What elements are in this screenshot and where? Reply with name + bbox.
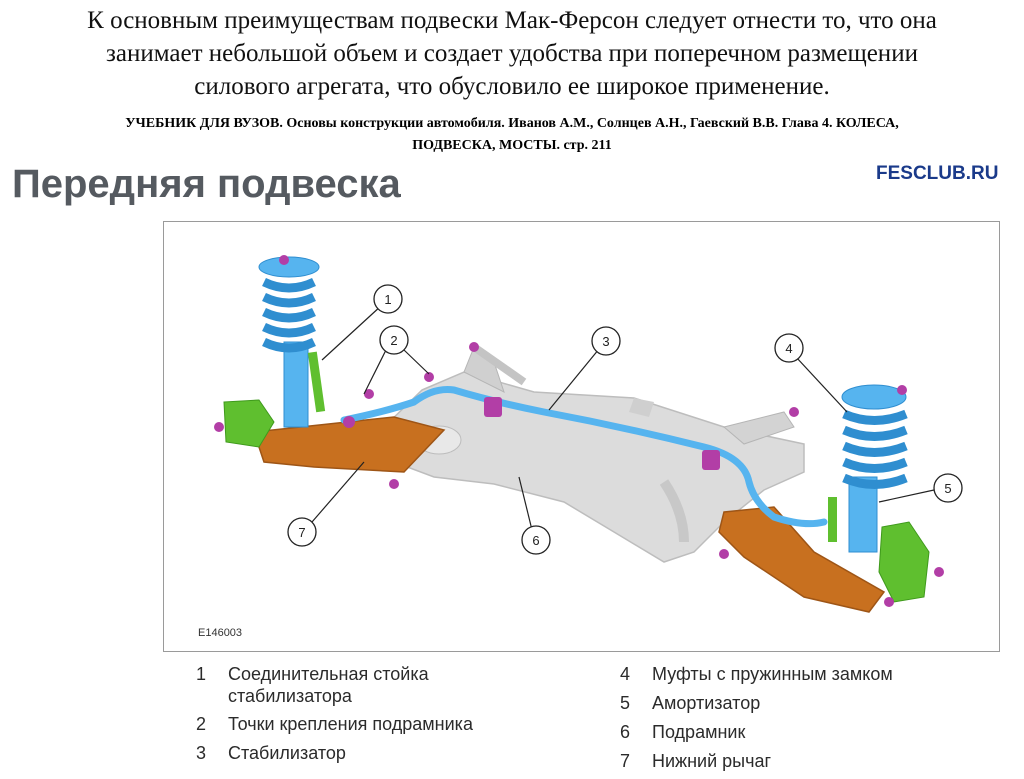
legend-right: 4 Муфты с пружинным замком 5 Амортизатор…	[620, 663, 893, 779]
callout-1: 1	[321, 284, 403, 361]
callout-4: 4	[774, 333, 848, 413]
callout-6: 6	[518, 476, 551, 555]
legend-text-line: Соединительная стойка	[228, 664, 429, 684]
callout-2: 2	[363, 325, 430, 395]
source-line: ПОДВЕСКА, МОСТЫ. стр. 211	[412, 138, 612, 153]
legend-item: 5 Амортизатор	[620, 692, 893, 714]
legend-number: 6	[620, 722, 631, 742]
callout-label: 6	[532, 533, 539, 548]
legend-text: Амортизатор	[652, 693, 761, 713]
legend-text: Подрамник	[652, 722, 746, 742]
legend-item: 6 Подрамник	[620, 721, 893, 743]
slide-title: Передняя подвеска	[12, 162, 401, 206]
source-line: УЧЕБНИК ДЛЯ ВУЗОВ. Основы конструкции ав…	[125, 116, 899, 131]
intro-line: занимает небольшой объем и создает удобс…	[106, 40, 918, 67]
callout-label: 3	[602, 334, 609, 349]
callout-label: 1	[384, 292, 391, 307]
callout-3: 3	[548, 326, 621, 411]
bushings	[214, 255, 944, 607]
legend-text: Соединительная стойка стабилизатора	[228, 663, 429, 707]
callout-7: 7	[287, 461, 365, 547]
legend-left: 1 Соединительная стойка стабилизатора 2 …	[196, 663, 473, 771]
legend-number: 2	[196, 714, 207, 734]
site-logo-text: FESCLUB.RU	[876, 163, 999, 184]
suspension-diagram: 1 2 3 4 5 6 7	[163, 221, 1000, 652]
callout-label: 4	[785, 341, 792, 356]
source-reference: УЧЕБНИК ДЛЯ ВУЗОВ. Основы конструкции ав…	[0, 113, 1024, 157]
legend-number: 4	[620, 664, 631, 684]
legend-number: 7	[620, 751, 631, 771]
lower-arm-left	[252, 416, 446, 473]
stabilizer-bar	[340, 386, 828, 528]
callout-label: 5	[944, 481, 951, 496]
legend-number: 5	[620, 693, 631, 713]
legend-item: 1 Соединительная стойка стабилизатора	[196, 663, 473, 707]
legend-text-line: стабилизатора	[228, 686, 352, 706]
legend-number: 1	[196, 664, 207, 684]
legend-text: Муфты с пружинным замком	[652, 664, 893, 684]
figure-id: E146003	[198, 627, 243, 639]
legend-text: Стабилизатор	[228, 743, 346, 763]
legend-item: 2 Точки крепления подрамника	[196, 713, 473, 735]
legend-item: 4 Муфты с пружинным замком	[620, 663, 893, 685]
legend-text: Точки крепления подрамника	[228, 714, 473, 734]
legend-item: 3 Стабилизатор	[196, 742, 473, 764]
intro-line: К основным преимуществам подвески Мак-Фе…	[87, 7, 937, 34]
strut-right	[828, 384, 930, 603]
suspension-illustration: 1 2 3 4 5 6 7	[214, 255, 963, 613]
callout-label: 2	[390, 333, 397, 348]
callout-label: 7	[298, 525, 305, 540]
intro-text: К основным преимуществам подвески Мак-Фе…	[0, 4, 1024, 103]
strut-left	[223, 256, 326, 448]
legend-item: 7 Нижний рычаг	[620, 750, 893, 772]
legend-number: 3	[196, 743, 207, 763]
legend-text: Нижний рычаг	[652, 751, 772, 771]
intro-line: силового агрегата, что обусловило ее шир…	[194, 73, 830, 100]
callout-5: 5	[878, 473, 963, 503]
